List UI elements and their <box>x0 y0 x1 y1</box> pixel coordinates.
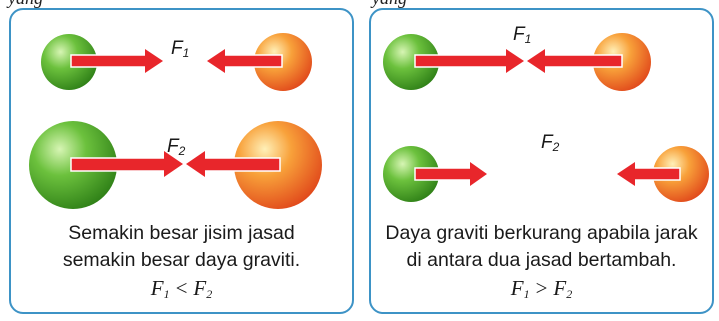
top-cropped-text: yang yang <box>0 0 719 9</box>
cropped-fragment-left: yang <box>8 0 43 9</box>
force-label-bottom: F2 <box>541 132 560 154</box>
force-label-bottom: F2 <box>167 136 186 158</box>
force-label-top: F1 <box>171 38 190 60</box>
arrow-left-icon <box>617 162 681 186</box>
small-orange-mass-ball <box>254 33 312 91</box>
caption: Semakin besar jisim jasad semakin besar … <box>11 220 352 308</box>
panel-distance-effect: F1 F2 Daya graviti berkurang apabila jar… <box>369 8 714 314</box>
mass-diagram <box>29 33 322 209</box>
arrow-right-icon <box>414 49 524 73</box>
small-green-mass-ball <box>41 34 97 90</box>
caption-line-2: di antara dua jasad bertambah. <box>406 249 677 271</box>
arrow-left-icon <box>207 49 283 73</box>
arrow-left-icon <box>186 151 281 177</box>
arrow-left-icon <box>527 49 623 73</box>
force-relation: F1<F2 <box>150 276 213 301</box>
caption-line-1: Daya graviti berkurang apabila jarak <box>385 222 698 244</box>
arrow-right-icon <box>70 151 183 177</box>
caption-line-1: Semakin besar jisim jasad <box>68 222 295 244</box>
force-relation: F1>F2 <box>510 276 573 301</box>
arrow-right-icon <box>70 49 163 73</box>
caption-line-2: semakin besar daya graviti. <box>62 249 301 271</box>
cropped-fragment-right: yang <box>372 0 407 9</box>
panel-mass-effect: F1 F2 Semakin besar jisim jasad semakin … <box>9 8 354 314</box>
caption: Daya graviti berkurang apabila jarak di … <box>371 220 712 308</box>
distance-diagram <box>383 33 709 202</box>
orange-mass-ball-far <box>653 146 709 202</box>
green-mass-ball-near <box>383 34 439 90</box>
green-mass-ball-far <box>383 146 439 202</box>
force-label-top: F1 <box>513 24 532 46</box>
arrow-right-icon <box>414 162 487 186</box>
